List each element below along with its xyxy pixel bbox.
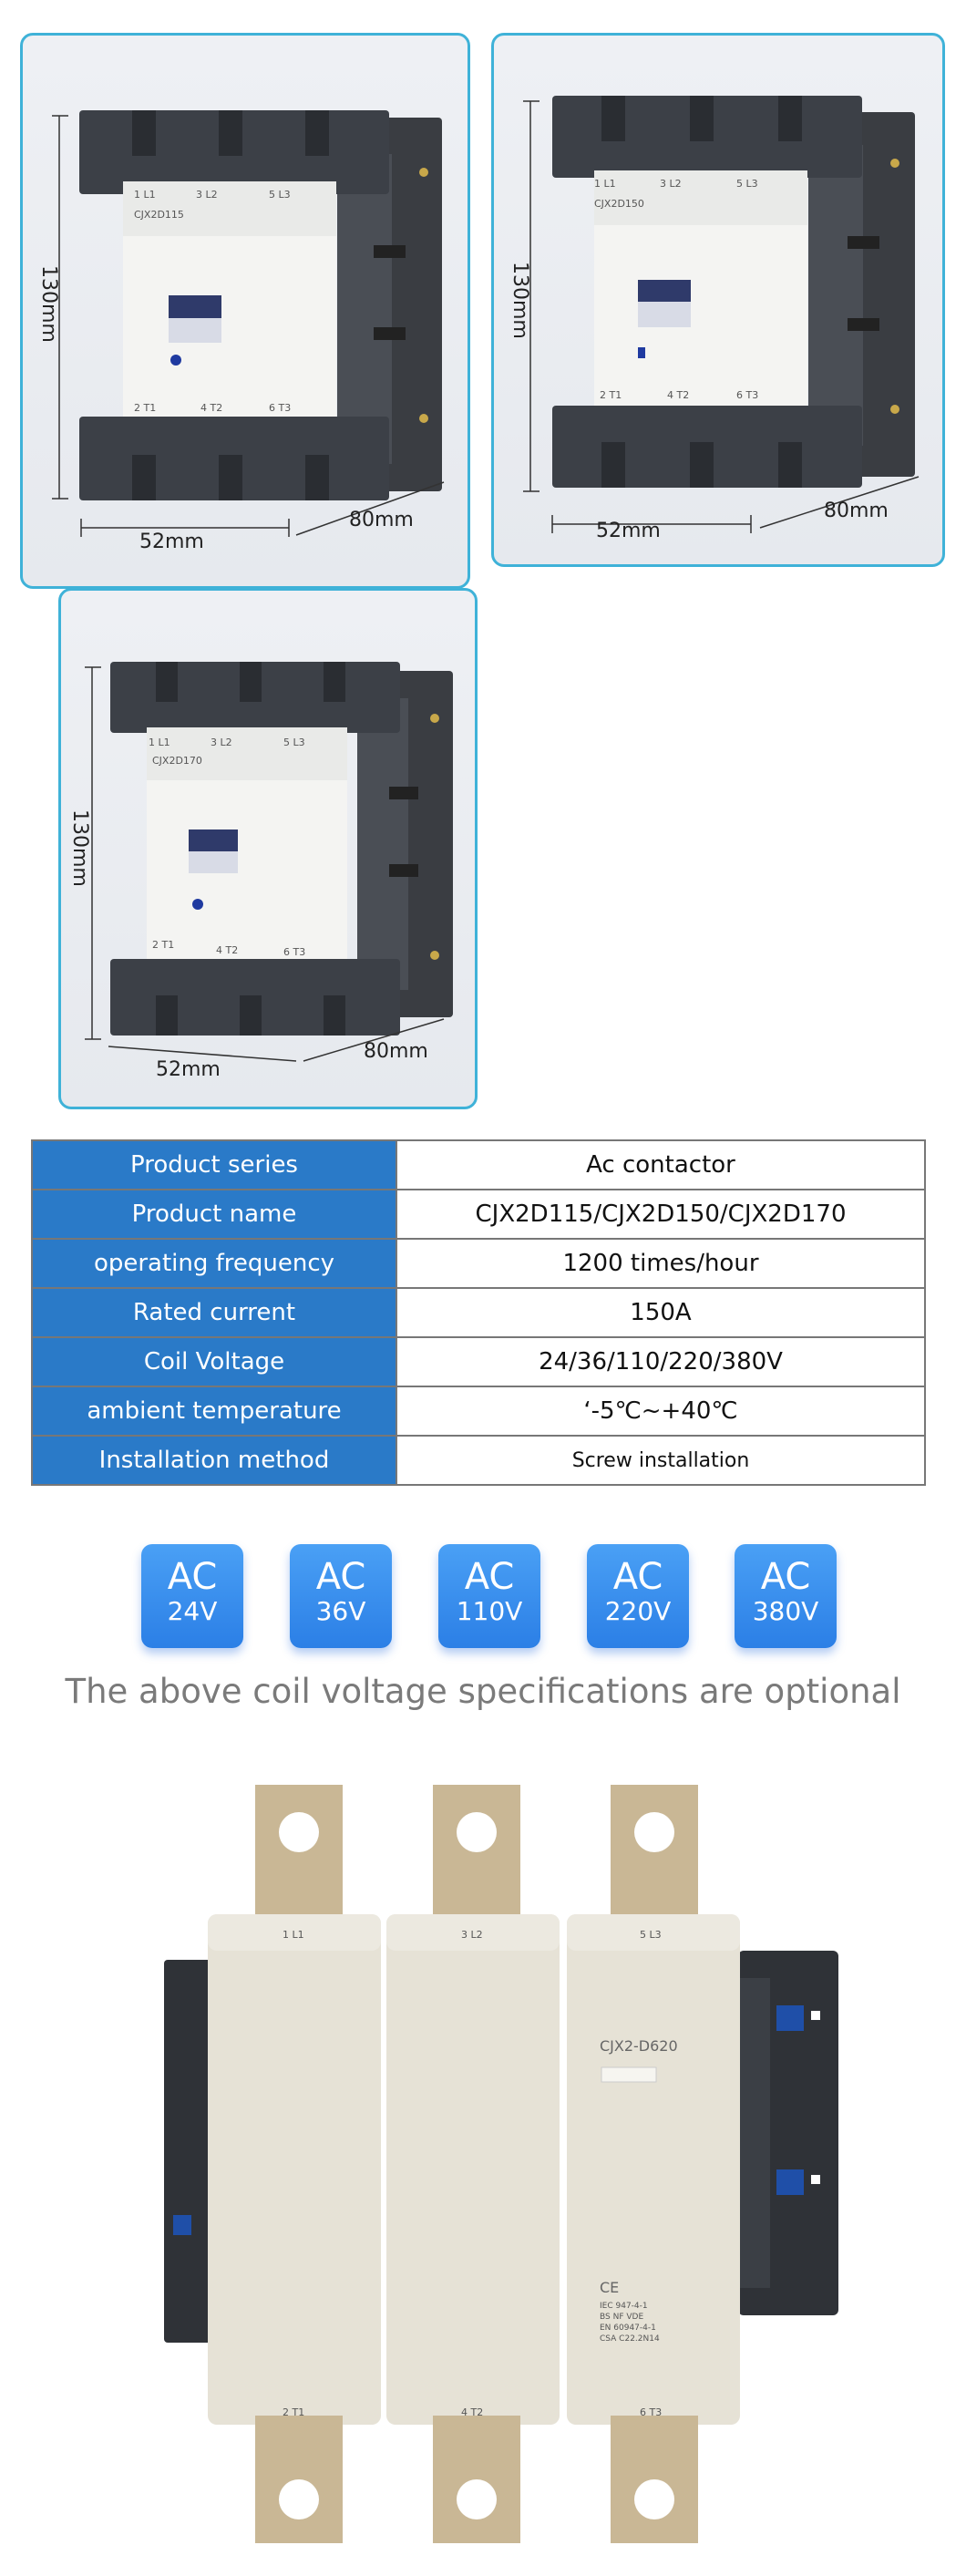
ce-mark: CE bbox=[600, 2279, 619, 2296]
spec-value: 150A bbox=[396, 1287, 926, 1338]
certification-text: IEC 947-4-1 bbox=[600, 2302, 648, 2311]
terminal-label: 3 L2 bbox=[461, 1929, 483, 1941]
spec-label: Coil Voltage bbox=[31, 1336, 397, 1387]
terminal-label: 4 T2 bbox=[200, 402, 222, 414]
device-model-label: CJX2D115 bbox=[134, 209, 184, 221]
voltage-badges: AC 24V AC 36V AC 110V AC 220V AC 380V bbox=[141, 1544, 837, 1650]
spec-label: Installation method bbox=[31, 1435, 397, 1486]
terminal-label: 6 T3 bbox=[736, 389, 758, 401]
terminal-label: 3 L2 bbox=[196, 189, 218, 201]
terminal-label: 2 T1 bbox=[152, 939, 174, 951]
device-model-label: CJX2D150 bbox=[594, 198, 644, 210]
voltage-badge-24v: AC 24V bbox=[141, 1544, 243, 1648]
spec-value: Screw installation bbox=[396, 1435, 926, 1486]
contactor-diagram-1: 1 L1 3 L2 5 L3 CJX2D115 2 T1 4 T2 6 T3 1… bbox=[37, 110, 445, 553]
voltage-badge-380v: AC 380V bbox=[735, 1544, 837, 1648]
height-dimension: 130mm bbox=[509, 262, 531, 339]
contactor-diagram-2: 1 L1 3 L2 5 L3 CJX2D150 2 T1 4 T2 6 T3 1… bbox=[509, 96, 920, 542]
table-row: Coil Voltage 24/36/110/220/380V bbox=[31, 1336, 926, 1387]
badge-voltage: 24V bbox=[167, 1596, 218, 1626]
terminal-label: 6 T3 bbox=[269, 402, 291, 414]
badge-voltage: 220V bbox=[604, 1596, 672, 1626]
terminal-label: 5 L3 bbox=[736, 178, 758, 190]
voltage-badge-36v: AC 36V bbox=[290, 1544, 392, 1648]
voltage-badge-220v: AC 220V bbox=[587, 1544, 689, 1648]
depth-dimension: 80mm bbox=[824, 500, 889, 522]
depth-dimension: 80mm bbox=[349, 509, 414, 531]
spec-label: Product name bbox=[31, 1189, 397, 1240]
terminal-label: 1 L1 bbox=[594, 178, 616, 190]
terminal-label: 4 T2 bbox=[667, 389, 689, 401]
badge-ac-label: AC bbox=[464, 1556, 515, 1598]
terminal-label: 5 L3 bbox=[283, 737, 305, 748]
terminal-label: 6 T3 bbox=[283, 946, 305, 958]
table-row: Product series Ac contactor bbox=[31, 1139, 926, 1190]
table-row: operating frequency 1200 times/hour bbox=[31, 1238, 926, 1289]
device-model-label: CJX2D170 bbox=[152, 755, 202, 767]
terminal-label: 2 T1 bbox=[600, 389, 622, 401]
voltage-badge-110v: AC 110V bbox=[438, 1544, 540, 1648]
spec-label: Product series bbox=[31, 1139, 397, 1190]
table-row: Installation method Screw installation bbox=[31, 1435, 926, 1486]
spec-table: Product series Ac contactor Product name… bbox=[31, 1139, 926, 1486]
spec-value: Ac contactor bbox=[396, 1139, 926, 1190]
depth-dimension: 80mm bbox=[364, 1040, 428, 1063]
terminal-label: 2 T1 bbox=[283, 2406, 304, 2418]
terminal-label: 3 L2 bbox=[211, 737, 232, 748]
product-card-1: 1 L1 3 L2 5 L3 CJX2D115 2 T1 4 T2 6 T3 1… bbox=[20, 33, 470, 589]
terminal-label: 1 L1 bbox=[283, 1929, 304, 1941]
height-dimension: 130mm bbox=[37, 265, 60, 343]
badge-ac-label: AC bbox=[760, 1556, 811, 1598]
large-contactor-image: 1 L1 3 L2 5 L3 CJX2-D620 CE IEC 947-4-1 … bbox=[155, 1777, 857, 2556]
large-model-label: CJX2-D620 bbox=[600, 2037, 678, 2055]
contactor-diagram-3: 1 L1 3 L2 5 L3 CJX2D170 2 T1 4 T2 6 T3 1… bbox=[68, 662, 453, 1081]
terminal-label: 1 L1 bbox=[134, 189, 156, 201]
large-contactor-drawing: 1 L1 3 L2 5 L3 CJX2-D620 CE IEC 947-4-1 … bbox=[164, 1785, 838, 2543]
spec-label: Rated current bbox=[31, 1287, 397, 1338]
certification-text: CSA C22.2N14 bbox=[600, 2334, 660, 2344]
badge-voltage: 36V bbox=[315, 1596, 366, 1626]
spec-value: 1200 times/hour bbox=[396, 1238, 926, 1289]
spec-value: 24/36/110/220/380V bbox=[396, 1336, 926, 1387]
badge-ac-label: AC bbox=[167, 1556, 218, 1598]
badge-voltage: 110V bbox=[456, 1596, 523, 1626]
certification-text: EN 60947-4-1 bbox=[600, 2324, 656, 2333]
spec-label: operating frequency bbox=[31, 1238, 397, 1289]
terminal-label: 5 L3 bbox=[269, 189, 291, 201]
table-row: ambient temperature ‘-5℃~+40℃ bbox=[31, 1386, 926, 1437]
table-row: Product name CJX2D115/CJX2D150/CJX2D170 bbox=[31, 1189, 926, 1240]
product-card-2: 1 L1 3 L2 5 L3 CJX2D150 2 T1 4 T2 6 T3 1… bbox=[491, 33, 945, 567]
badge-ac-label: AC bbox=[612, 1556, 663, 1598]
terminal-label: 4 T2 bbox=[216, 944, 238, 956]
certification-text: BS NF VDE bbox=[600, 2313, 643, 2322]
terminal-label: 1 L1 bbox=[149, 737, 170, 748]
table-row: Rated current 150A bbox=[31, 1287, 926, 1338]
badge-ac-label: AC bbox=[315, 1556, 366, 1598]
width-dimension: 52mm bbox=[139, 531, 204, 553]
spec-label: ambient temperature bbox=[31, 1386, 397, 1437]
product-card-3: 1 L1 3 L2 5 L3 CJX2D170 2 T1 4 T2 6 T3 1… bbox=[58, 588, 478, 1109]
spec-value: CJX2D115/CJX2D150/CJX2D170 bbox=[396, 1189, 926, 1240]
badge-voltage: 380V bbox=[752, 1596, 819, 1626]
spec-value: ‘-5℃~+40℃ bbox=[396, 1386, 926, 1437]
terminal-label: 3 L2 bbox=[660, 178, 682, 190]
voltage-note: The above coil voltage specifications ar… bbox=[65, 1672, 901, 1711]
width-dimension: 52mm bbox=[596, 520, 661, 542]
terminal-label: 4 T2 bbox=[461, 2406, 483, 2418]
height-dimension: 130mm bbox=[68, 809, 91, 887]
terminal-label: 2 T1 bbox=[134, 402, 156, 414]
terminal-label: 6 T3 bbox=[640, 2406, 662, 2418]
width-dimension: 52mm bbox=[156, 1058, 221, 1081]
terminal-label: 5 L3 bbox=[640, 1929, 662, 1941]
